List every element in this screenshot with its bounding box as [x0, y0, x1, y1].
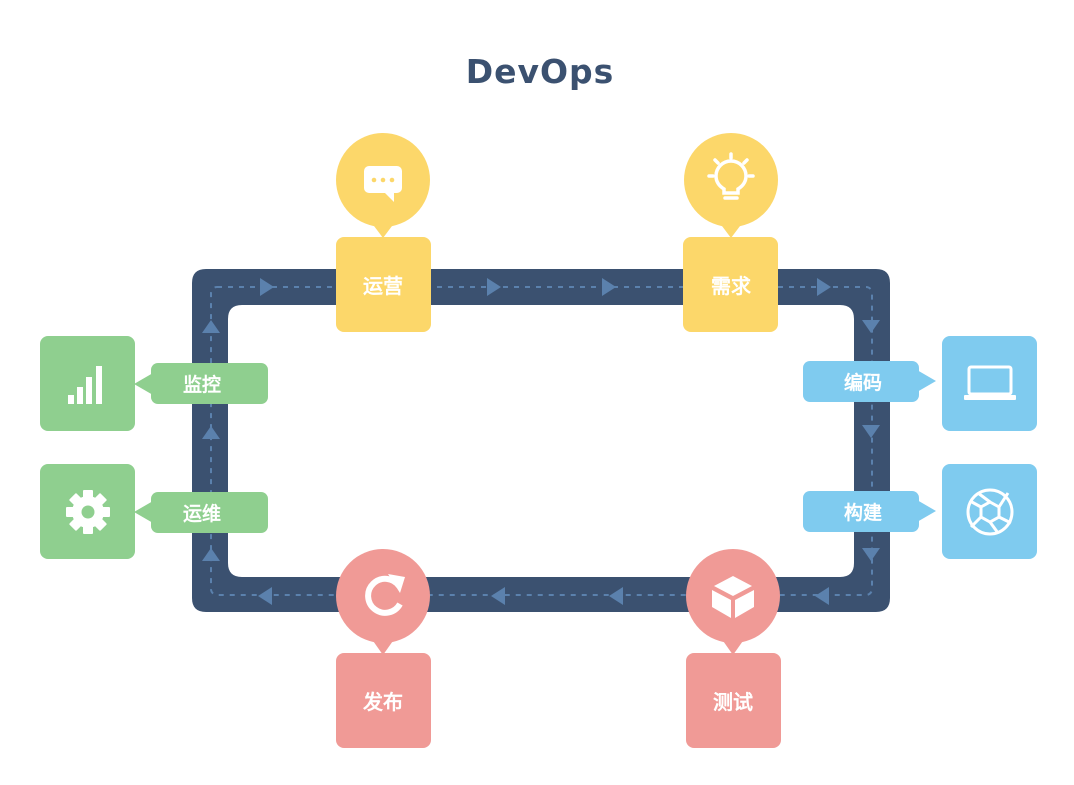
- stage-release-bubble: [336, 549, 430, 643]
- arrow-right: [487, 278, 501, 296]
- stage-ops-tag: [151, 492, 268, 533]
- stage-coding: 编码: [803, 336, 1037, 431]
- stage-operate-box: [336, 237, 431, 332]
- stage-requirements-box: [683, 237, 778, 332]
- diagram-title: DevOps: [465, 52, 615, 91]
- stage-coding-tag: [803, 361, 919, 402]
- arrow-left: [609, 587, 623, 605]
- arrow-down: [862, 425, 880, 438]
- arrow-right: [817, 278, 831, 296]
- loop-ring: [192, 269, 890, 612]
- arrow-right: [602, 278, 616, 296]
- lightbulb-icon: [707, 152, 755, 200]
- stage-coding-box: [942, 336, 1037, 431]
- stage-monitor: 监控: [40, 336, 268, 431]
- stage-build-label: 构建: [844, 501, 882, 524]
- laptop-icon: [964, 365, 1016, 400]
- arrow-down: [862, 320, 880, 333]
- flow-arrows: [202, 278, 880, 605]
- stage-test: 测试: [686, 549, 781, 748]
- stage-requirements-label: 需求: [711, 274, 752, 298]
- stage-test-box: [686, 653, 781, 748]
- cube-icon: [712, 576, 754, 618]
- stage-build-tag: [803, 491, 919, 532]
- loop-dashed-path: [210, 286, 873, 596]
- arrow-left: [491, 587, 505, 605]
- stage-requirements-bubble: [684, 133, 778, 227]
- stage-release-label: 发布: [362, 690, 403, 714]
- stage-operate-label: 运营: [363, 274, 403, 298]
- gear-icon: [66, 490, 110, 534]
- stage-requirements: 需求: [683, 133, 778, 332]
- stage-build: 构建: [803, 464, 1037, 559]
- stage-monitor-label: 监控: [183, 373, 221, 396]
- aperture-icon: [966, 488, 1014, 536]
- stage-ops: 运维: [40, 464, 268, 559]
- arrow-left: [815, 587, 829, 605]
- arrow-up: [202, 320, 220, 333]
- arrow-down: [862, 548, 880, 561]
- stage-ops-label: 运维: [183, 502, 221, 525]
- signal-bars-icon: [68, 366, 102, 404]
- arrow-left: [258, 587, 272, 605]
- stage-build-box: [942, 464, 1037, 559]
- arrow-up: [202, 426, 220, 439]
- stage-release: 发布: [336, 549, 431, 748]
- arrow-right: [260, 278, 274, 296]
- stage-operate: 运营: [336, 133, 431, 332]
- stage-release-box: [336, 653, 431, 748]
- refresh-icon: [365, 574, 405, 616]
- stage-coding-label: 编码: [844, 371, 882, 394]
- chat-bubble-icon: [364, 166, 402, 202]
- stage-test-label: 测试: [713, 690, 753, 714]
- stage-monitor-tag: [151, 363, 268, 404]
- arrow-up: [202, 548, 220, 561]
